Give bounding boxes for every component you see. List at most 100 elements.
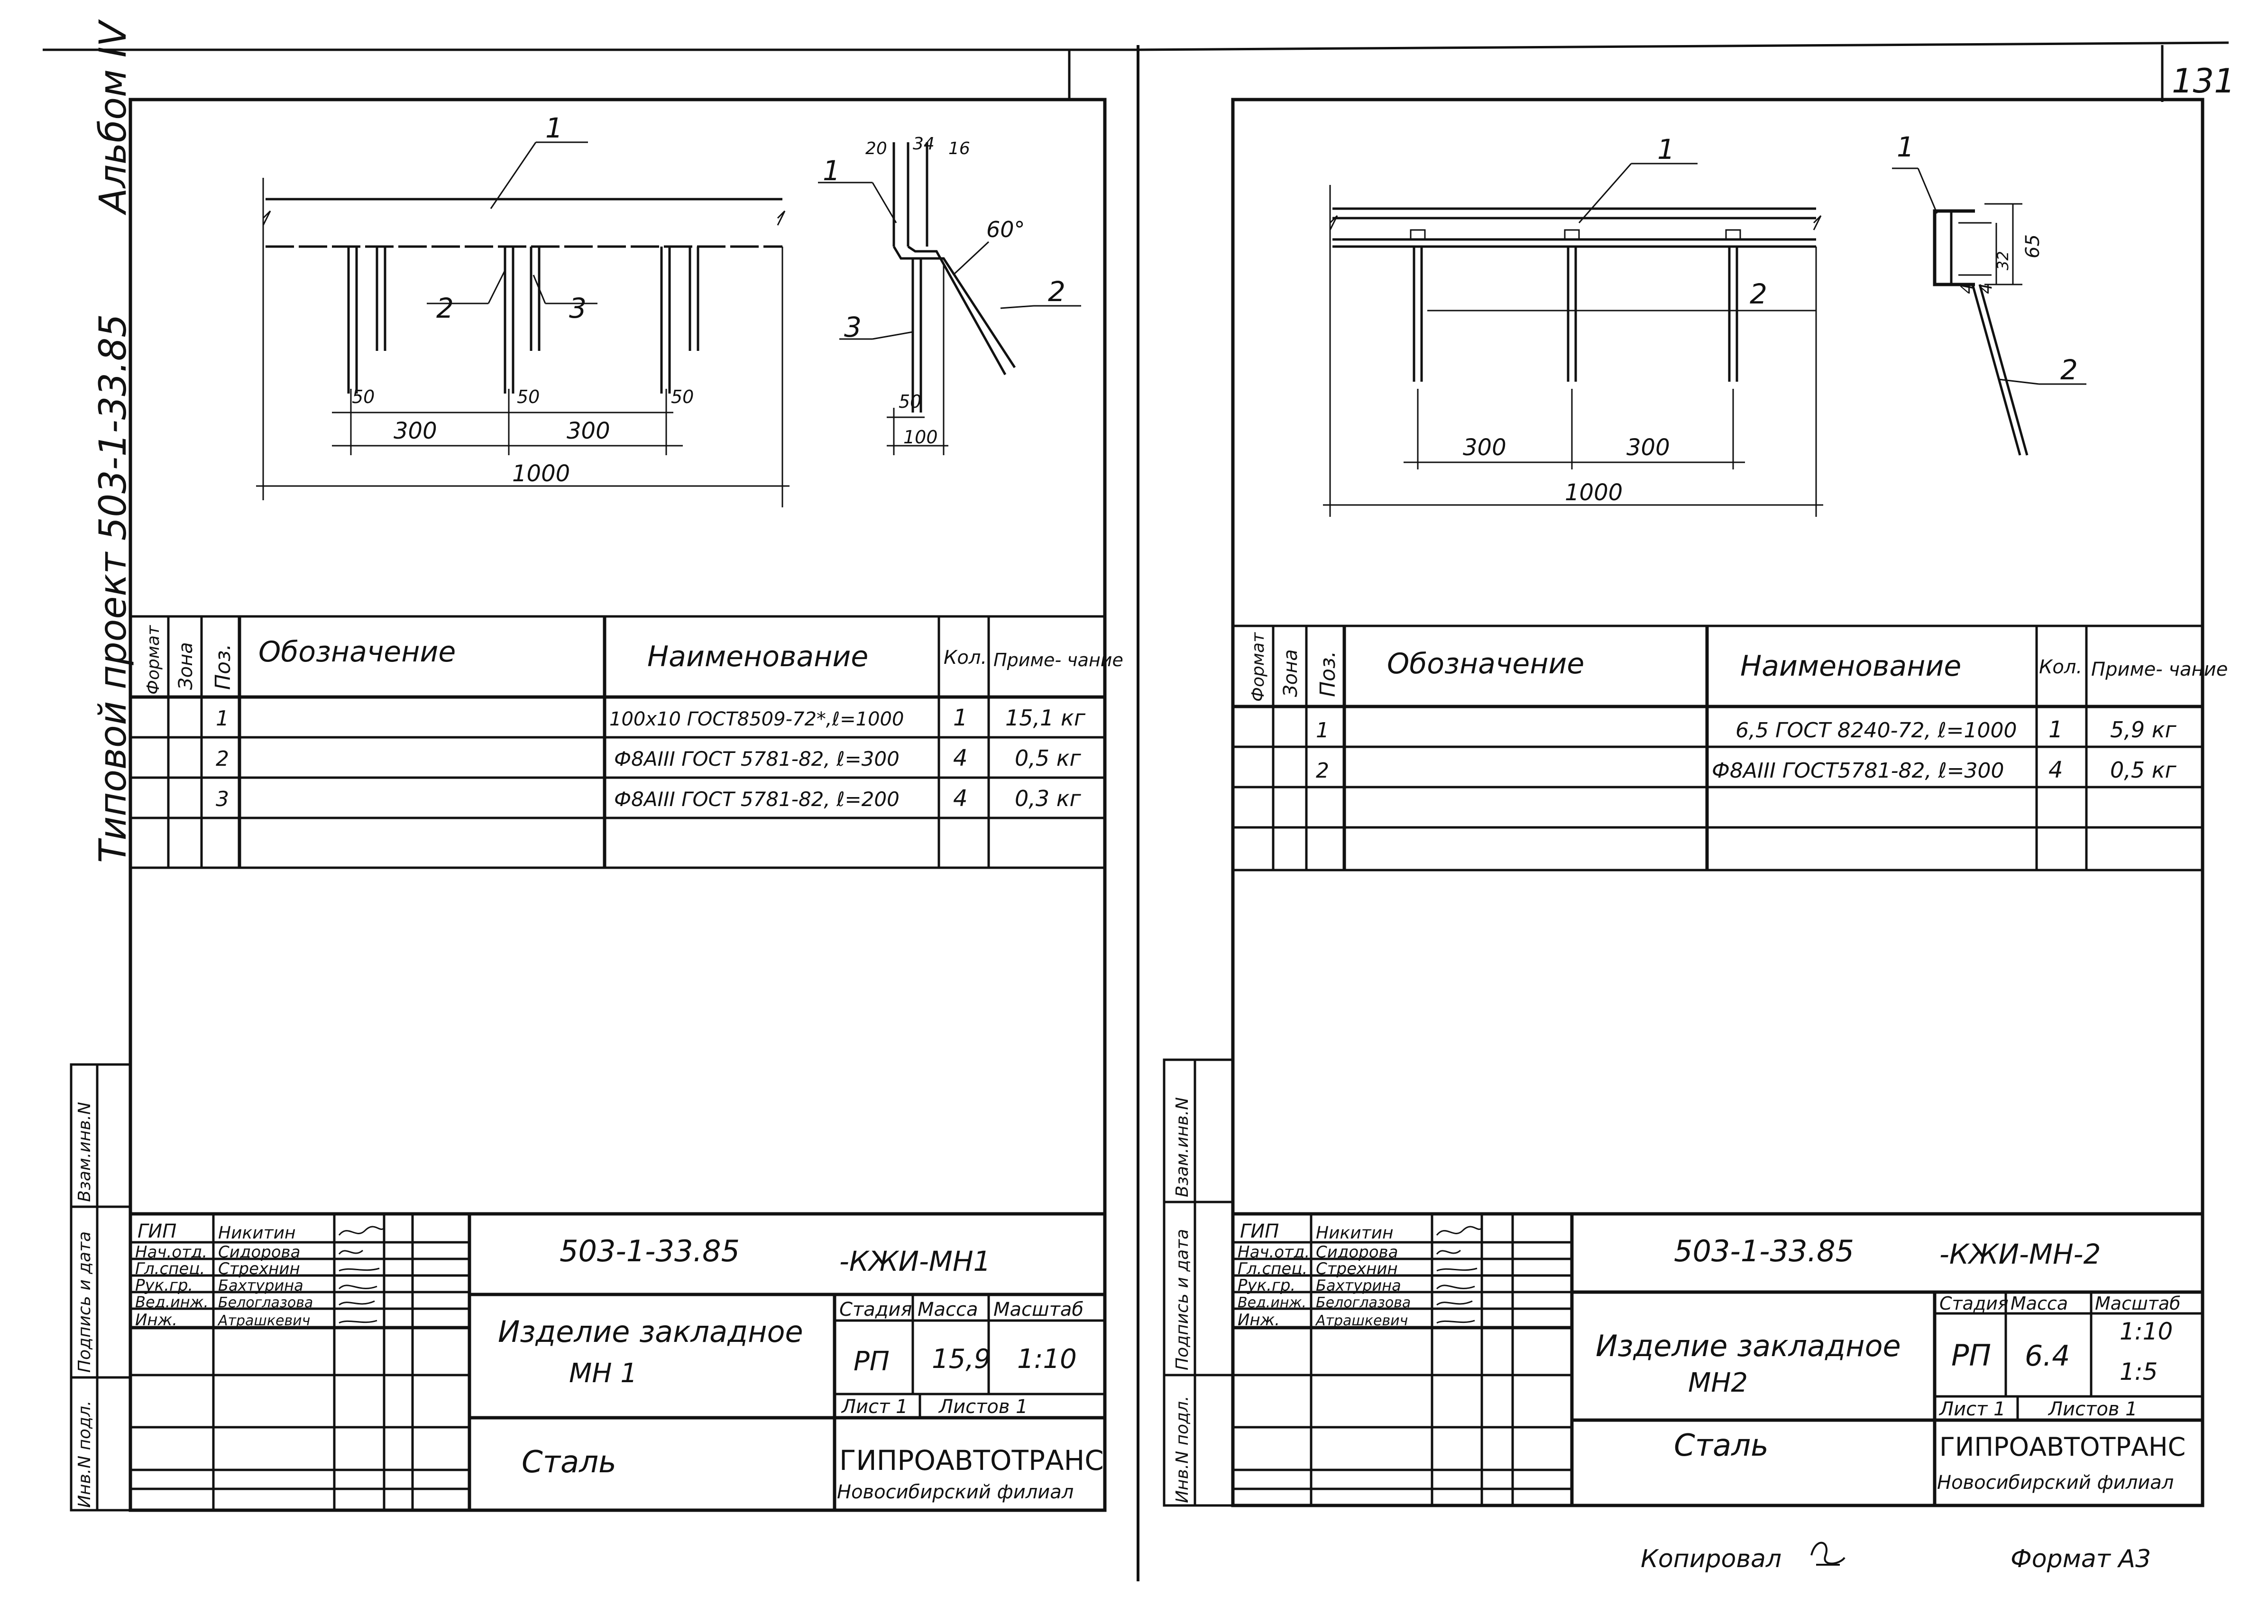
right-role-2: Гл.спец. <box>1238 1259 1307 1278</box>
left-row2-qty: 4 <box>953 745 968 771</box>
right-hdr-note: Приме- чание <box>2091 659 2228 680</box>
left-hdr-zone: Зона <box>175 642 197 690</box>
left-side-dim-16: 16 <box>948 139 970 158</box>
left-mass: 15,9 <box>932 1344 991 1375</box>
right-spec-table: Формат Зона Поз. Обозначение Наименовани… <box>1233 624 2228 872</box>
left-sheet-frame <box>129 98 1107 1512</box>
left-signatures <box>338 1226 385 1324</box>
right-role-5: Инж. <box>1238 1311 1280 1330</box>
right-side-stamp-sign: Подпись и дата <box>1173 1229 1192 1370</box>
right-label-1: 1 <box>1657 133 1675 165</box>
side-stamp-replace: Взам.инв.N <box>75 1102 94 1202</box>
right-branch: Новосибирский филиал <box>1937 1472 2174 1494</box>
right-hdr-format: Формат <box>1249 632 1268 702</box>
left-side-label-2: 2 <box>1048 275 1065 308</box>
right-row1-pos: 1 <box>1316 718 1329 743</box>
right-hdr-name: Наименование <box>1740 650 1961 683</box>
right-item-name: Изделие закладное <box>1596 1329 1901 1363</box>
left-label-3: 3 <box>569 292 587 324</box>
right-hdr-zone: Зона <box>1280 649 1302 697</box>
left-code: -КЖИ-МН1 <box>839 1245 991 1277</box>
right-scale-2: 1:5 <box>2120 1358 2158 1385</box>
left-sheet-num: Лист 1 <box>841 1396 908 1418</box>
right-dim-300b: 300 <box>1626 434 1670 461</box>
right-side-dim-4b: 4 <box>1976 283 1996 294</box>
right-side-stamp-inv: Инв.N подл. <box>1173 1396 1192 1503</box>
right-code: -КЖИ-МН-2 <box>1939 1238 2101 1270</box>
left-item-mark: МН 1 <box>569 1358 637 1389</box>
right-side-dim-65: 65 <box>2022 234 2044 258</box>
left-row2-name: Ф8АIII ГОСТ 5781-82, ℓ=300 <box>614 747 900 771</box>
left-row1-pos: 1 <box>216 706 229 731</box>
project-label: Типовой проект 503-1-33.85 <box>92 314 135 863</box>
left-name-4: Белоглазова <box>218 1294 313 1311</box>
left-dim-50a: 50 <box>352 386 375 407</box>
right-sheet-num: Лист 1 <box>1938 1398 2006 1420</box>
side-stamp-inv: Инв.N подл. <box>75 1401 94 1508</box>
album-label: Альбом IV <box>92 19 135 216</box>
left-scale: 1:10 <box>1017 1344 1077 1375</box>
copier-signature <box>1810 1541 1846 1566</box>
right-mass-label: Масса <box>2011 1293 2068 1314</box>
right-side-stamp-replace: Взам.инв.N <box>1173 1097 1192 1197</box>
right-side-dim-32: 32 <box>1994 251 2012 270</box>
right-title-block: ГИП Нач.отд. Гл.спец. Рук.гр. Вед.инж. И… <box>1233 1212 2203 1505</box>
left-hdr-format: Формат <box>144 625 163 695</box>
right-row2-note: 0,5 кг <box>2110 757 2177 783</box>
left-org: ГИПРОАВТОТРАНС <box>839 1444 1104 1477</box>
right-role-0: ГИП <box>1240 1220 1279 1242</box>
right-stage-label: Стадия <box>1939 1293 2009 1314</box>
right-row1-qty: 1 <box>2048 716 2063 743</box>
left-name-1: Сидорова <box>218 1243 300 1262</box>
left-row1-qty: 1 <box>953 705 968 731</box>
right-scale: 1:10 <box>2120 1318 2173 1345</box>
right-row2-name: Ф8АIII ГОСТ5781-82, ℓ=300 <box>1712 759 2004 783</box>
footer-format: Формат А3 <box>2011 1545 2151 1573</box>
left-hdr-pos: Поз. <box>211 644 235 690</box>
right-material: Сталь <box>1674 1428 1769 1463</box>
right-side-label-1: 1 <box>1897 131 1914 163</box>
left-name-2: Стрехнин <box>218 1259 300 1278</box>
right-hdr-designation: Обозначение <box>1387 647 1584 680</box>
right-side-view: 1 2 65 4 32 4 <box>1892 131 2086 456</box>
left-label-2: 2 <box>436 292 454 324</box>
left-side-label-1: 1 <box>823 155 840 187</box>
right-role-3: Рук.гр. <box>1238 1276 1295 1295</box>
left-row3-pos: 3 <box>216 787 229 811</box>
left-front-view: 1 2 3 50 50 50 300 300 1000 <box>256 112 790 507</box>
left-role-5: Инж. <box>135 1311 177 1330</box>
left-dim-1000: 1000 <box>512 460 570 487</box>
footer-copied: Копировал <box>1641 1545 1781 1573</box>
left-side-dim-34: 34 <box>913 134 935 154</box>
right-org: ГИПРОАВТОТРАНС <box>1939 1432 2185 1462</box>
left-row3-qty: 4 <box>953 785 968 812</box>
right-row1-name: 6,5 ГОСТ 8240-72, ℓ=1000 <box>1735 718 2017 743</box>
left-side-view: 1 3 2 20 34 16 60° 50 100 <box>818 134 1081 455</box>
left-stage: РП <box>854 1346 890 1377</box>
right-sheets-total: Листов 1 <box>2048 1398 2138 1420</box>
left-row3-note: 0,3 кг <box>1015 786 1082 811</box>
left-row2-note: 0,5 кг <box>1015 745 1082 771</box>
right-side-dim-4a: 4 <box>1957 283 1977 294</box>
left-side-dim-60deg: 60° <box>986 217 1025 242</box>
left-label-1: 1 <box>545 112 563 144</box>
left-sheets-total: Листов 1 <box>938 1396 1028 1418</box>
side-stamp-sign: Подпись и дата <box>75 1231 94 1373</box>
right-signatures <box>1436 1226 1483 1324</box>
right-name-5: Атрашкевич <box>1315 1312 1408 1329</box>
left-item-name: Изделие закладное <box>498 1314 803 1349</box>
right-dim-300a: 300 <box>1463 434 1506 461</box>
right-mass: 6.4 <box>2025 1340 2070 1373</box>
left-role-4: Вед.инж. <box>135 1293 209 1311</box>
left-scale-label: Масштаб <box>993 1299 1083 1321</box>
left-spec-table: Формат Зона Поз. Обозначение Наименовани… <box>130 615 1123 869</box>
left-hdr-designation: Обозначение <box>258 635 456 669</box>
left-dim-300b: 300 <box>567 418 610 444</box>
left-hdr-qty: Кол. <box>944 647 987 669</box>
left-role-0: ГИП <box>138 1220 176 1242</box>
right-name-2: Стрехнин <box>1316 1259 1398 1278</box>
left-hdr-note: Приме- чание <box>993 650 1123 670</box>
left-dim-300a: 300 <box>394 418 437 444</box>
